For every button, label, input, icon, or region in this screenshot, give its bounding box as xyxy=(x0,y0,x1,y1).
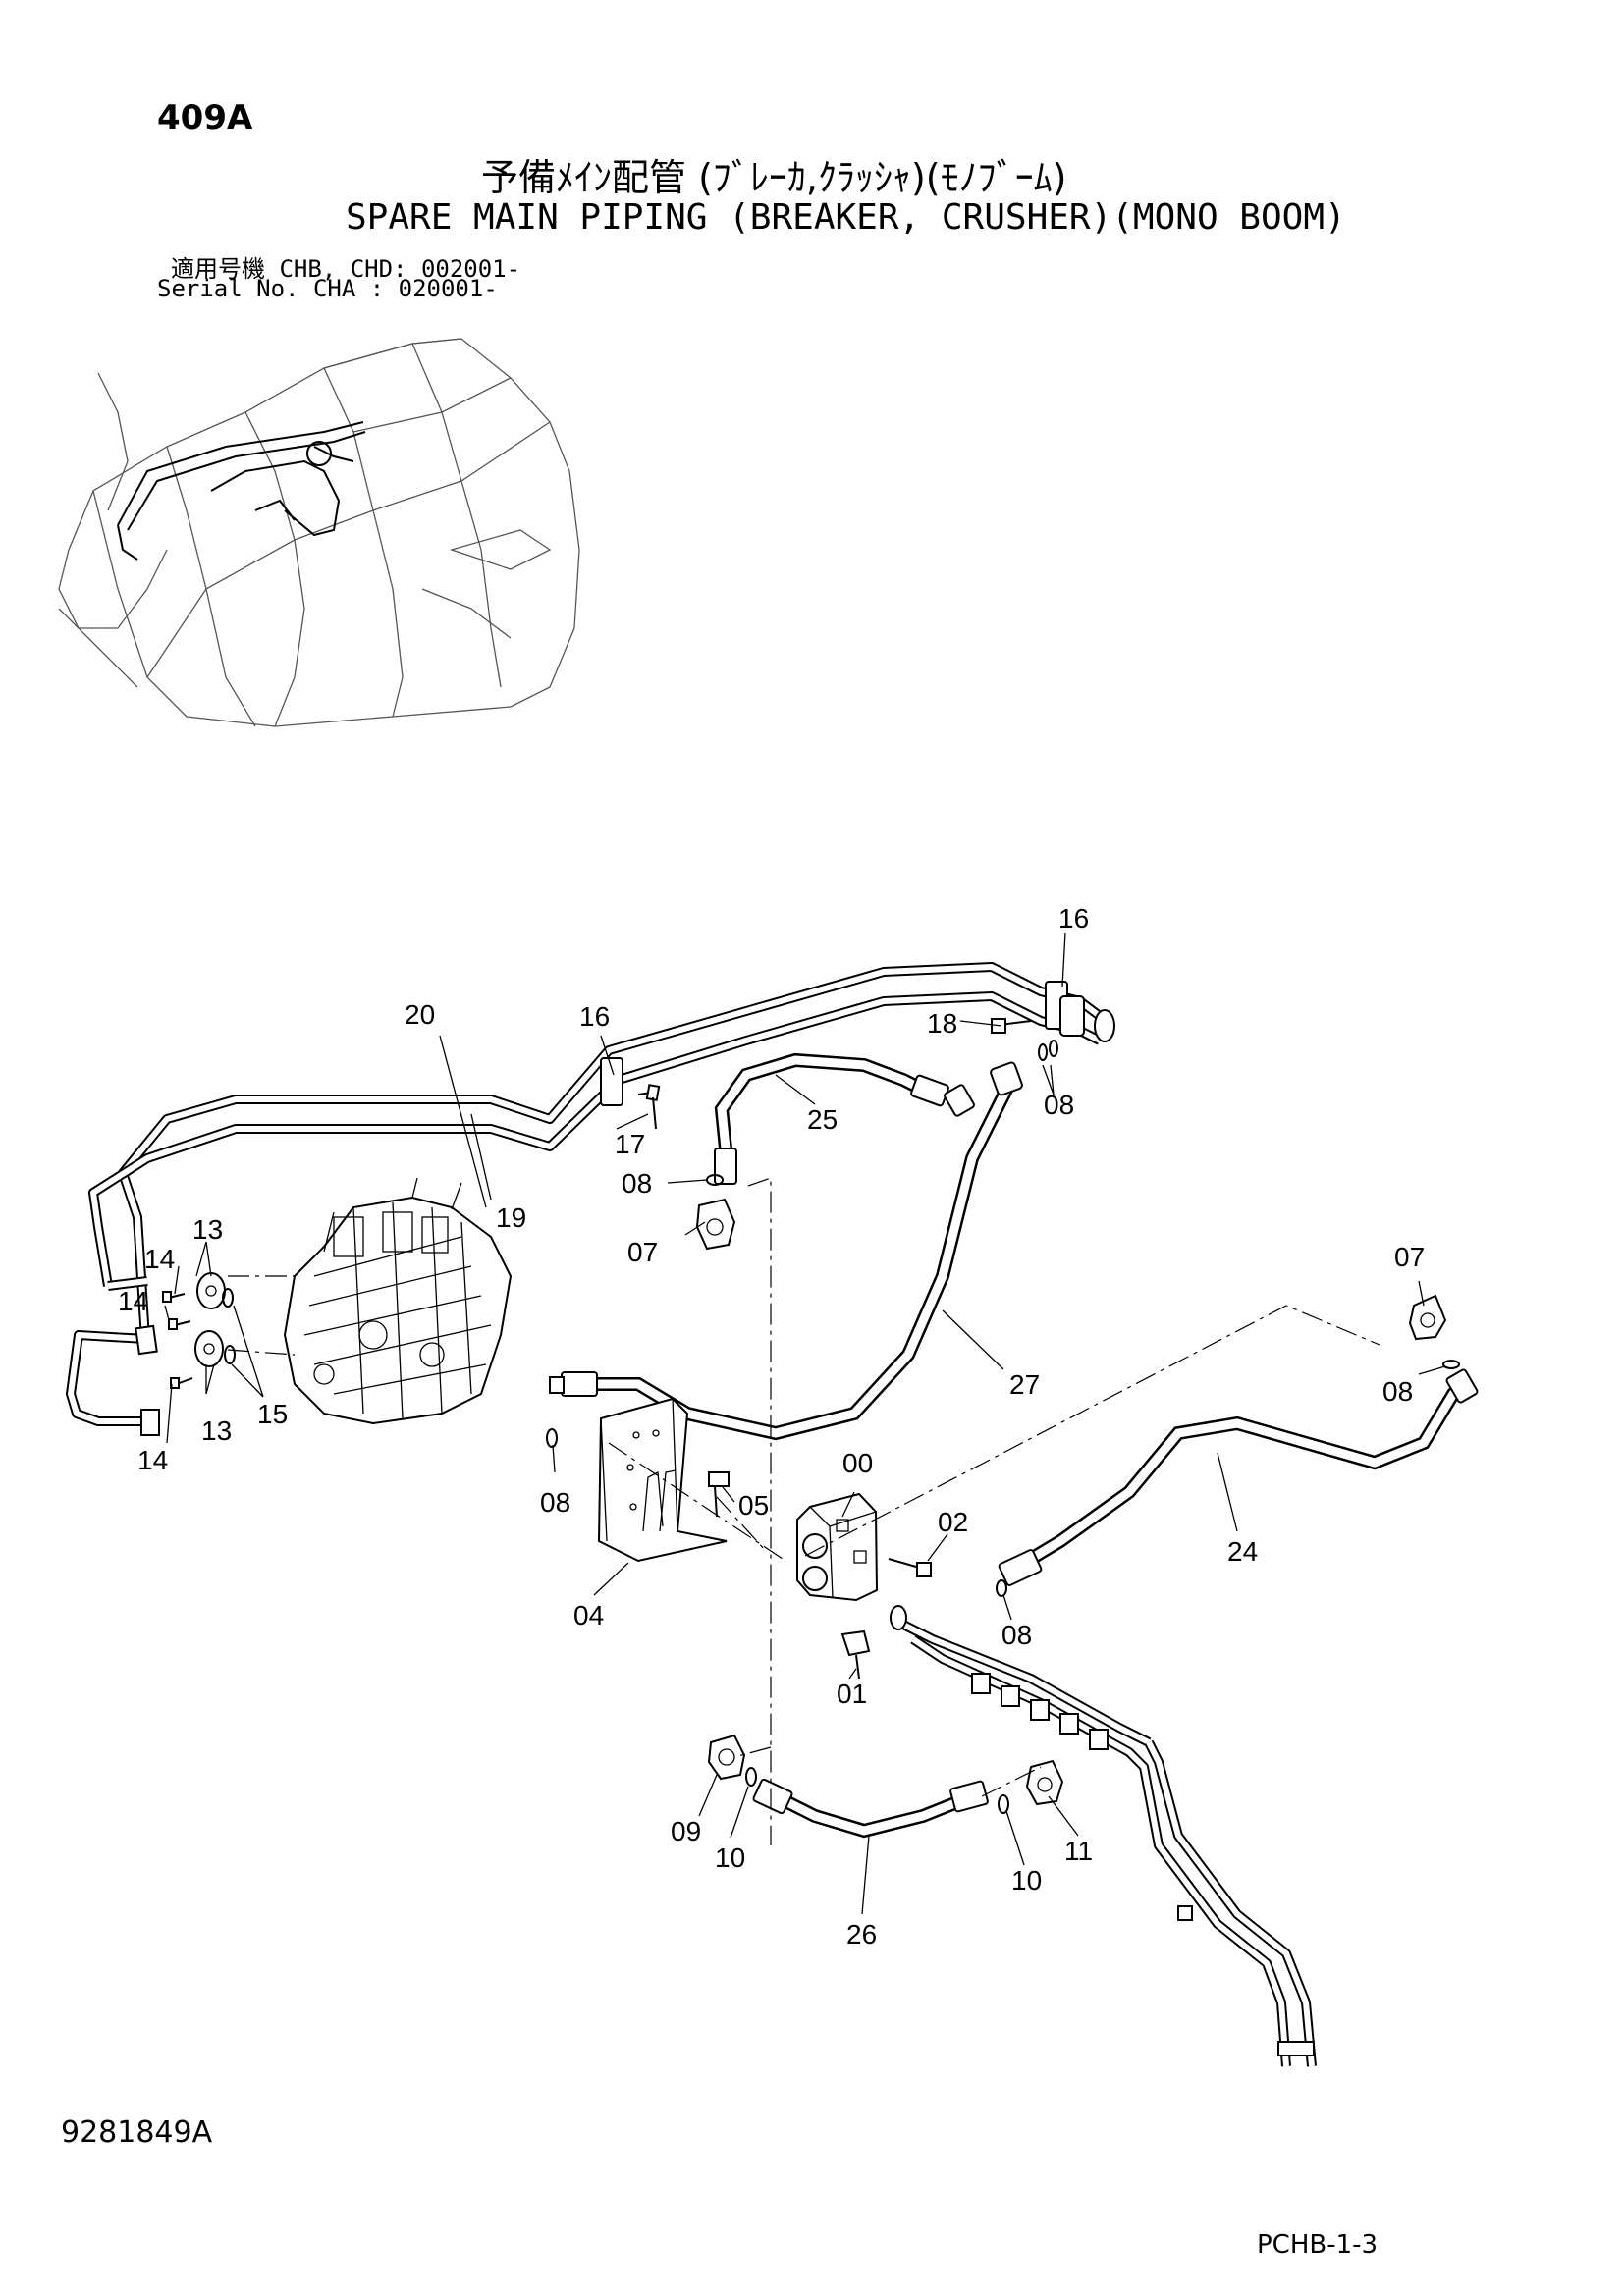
callout-08-right: 08 xyxy=(1382,1376,1413,1407)
callout-24: 24 xyxy=(1227,1536,1258,1567)
callout-14-lower: 14 xyxy=(137,1445,168,1475)
callout-18: 18 xyxy=(927,1008,957,1039)
callout-11: 11 xyxy=(1064,1836,1093,1866)
bolt-14 xyxy=(162,1291,193,1389)
callout-16-left: 16 xyxy=(579,1001,610,1032)
callout-15: 15 xyxy=(257,1399,288,1429)
bracket-04 xyxy=(597,1397,728,1563)
hose-25 xyxy=(714,1052,975,1185)
serial-applicability-line-1: 適用号機 CHB, CHD: 002001- xyxy=(171,255,521,283)
drawing-number: 9281849A xyxy=(61,2115,213,2150)
serial-applicability-line-2: Serial No. CHA : 020001- xyxy=(157,275,498,302)
flange-13 xyxy=(194,1272,226,1367)
elbow-11 xyxy=(1025,1759,1064,1806)
leader-lines xyxy=(164,932,1446,1915)
callout-10-left: 10 xyxy=(715,1842,745,1873)
callout-08-left: 08 xyxy=(540,1487,570,1518)
callout-05: 05 xyxy=(738,1490,769,1521)
o-ring-15 xyxy=(222,1288,236,1364)
callout-04: 04 xyxy=(573,1600,604,1630)
bolt-01 xyxy=(840,1629,871,1680)
hose-26 xyxy=(752,1778,989,1839)
callout-07-upper: 07 xyxy=(627,1237,658,1267)
callout-13-lower: 13 xyxy=(201,1415,232,1446)
hose-27 xyxy=(549,1061,1023,1441)
o-ring-08 xyxy=(546,1040,1460,1597)
clamp-16 xyxy=(600,981,1085,1106)
callout-13-upper: 13 xyxy=(192,1214,223,1245)
bolt-02 xyxy=(888,1558,932,1577)
title-english: SPARE MAIN PIPING (BREAKER, CRUSHER)(MON… xyxy=(346,197,1346,238)
callout-10-right: 10 xyxy=(1011,1865,1042,1896)
page-code: 409A xyxy=(157,98,253,137)
callout-14-middle: 14 xyxy=(118,1286,148,1316)
page-reference: PCHB-1-3 xyxy=(1257,2230,1379,2260)
callout-20: 20 xyxy=(405,999,435,1030)
boom-pipe xyxy=(890,1605,1317,2067)
callout-17: 17 xyxy=(615,1129,645,1159)
callout-08-upper: 08 xyxy=(622,1168,652,1199)
title-japanese: 予備ﾒｲﾝ配管 (ﾌﾞﾚｰｶ,ｸﾗｯｼｬ)(ﾓﾉﾌﾞｰﾑ) xyxy=(481,156,1067,199)
callout-labels: 00 01 02 04 05 07 07 08 08 08 08 08 09 1… xyxy=(118,903,1425,1949)
control-valve xyxy=(283,1177,513,1425)
bolt-17 xyxy=(637,1084,661,1130)
callout-01: 01 xyxy=(837,1679,867,1709)
callout-00: 00 xyxy=(842,1448,873,1478)
callout-02: 02 xyxy=(938,1507,968,1537)
callout-27: 27 xyxy=(1009,1369,1040,1400)
alignment-lines xyxy=(227,1177,1380,1845)
callout-19: 19 xyxy=(496,1202,526,1233)
elbow-09 xyxy=(707,1734,746,1781)
callout-14-upper: 14 xyxy=(144,1244,175,1274)
callout-16-right: 16 xyxy=(1058,903,1089,934)
pipe-19-20 xyxy=(66,962,1115,1436)
callout-07-right: 07 xyxy=(1394,1242,1425,1272)
valve-00 xyxy=(796,1492,879,1602)
callout-09: 09 xyxy=(671,1816,701,1846)
machine-overview-sketch xyxy=(58,338,580,727)
callout-25: 25 xyxy=(807,1104,838,1135)
callout-08-top-right: 08 xyxy=(1044,1090,1074,1120)
elbow-07-right xyxy=(1408,1294,1447,1341)
bolt-05 xyxy=(708,1471,730,1518)
hose-24 xyxy=(998,1368,1479,1586)
callout-08-lower: 08 xyxy=(1001,1620,1032,1650)
callout-26: 26 xyxy=(846,1919,877,1949)
o-ring-10 xyxy=(745,1767,1009,1814)
